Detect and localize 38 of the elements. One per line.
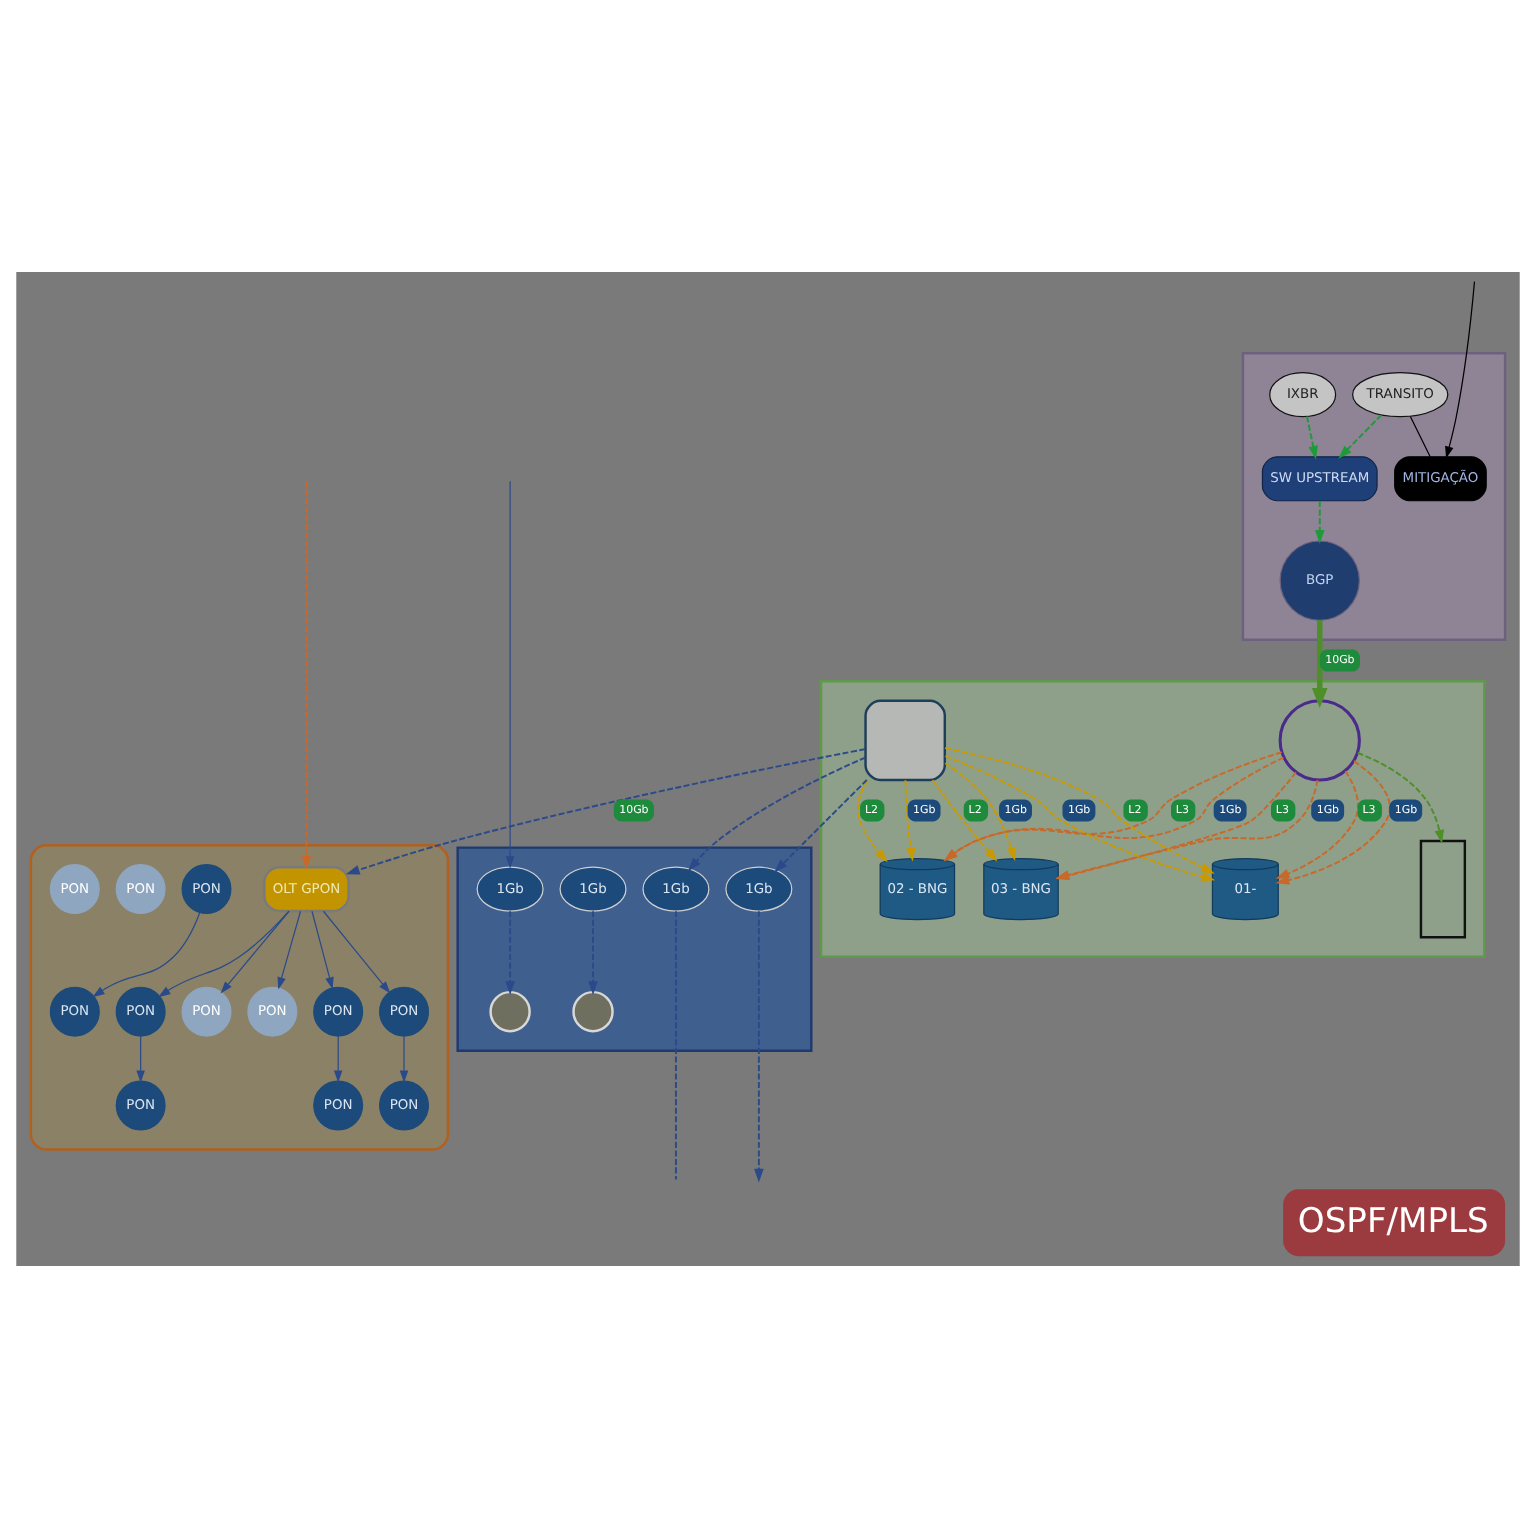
arrow bbox=[220, 909, 290, 993]
node-box bbox=[1419, 838, 1467, 938]
arrow bbox=[588, 909, 598, 995]
arrow bbox=[1055, 778, 1319, 879]
arrow bbox=[505, 479, 515, 868]
cluster bbox=[819, 679, 1486, 957]
arrow bbox=[1314, 499, 1325, 543]
arrow bbox=[1275, 769, 1359, 878]
cluster bbox=[456, 845, 813, 1051]
connector bbox=[1409, 414, 1431, 457]
arrow bbox=[322, 909, 391, 993]
arrow bbox=[1338, 413, 1383, 458]
arrow bbox=[904, 778, 916, 861]
node-box bbox=[864, 698, 946, 781]
arrow bbox=[301, 479, 312, 869]
connector bbox=[674, 909, 677, 1180]
arrow bbox=[136, 1034, 145, 1082]
arrow bbox=[311, 909, 334, 989]
arrow bbox=[1306, 414, 1318, 459]
arrow bbox=[333, 1034, 343, 1082]
cluster bbox=[29, 843, 450, 1150]
arrow bbox=[346, 747, 867, 874]
diagram-title: OSPF/MPLS bbox=[1297, 1200, 1489, 1241]
arrow bbox=[1445, 280, 1476, 458]
arrow bbox=[1311, 619, 1328, 707]
arrow bbox=[1275, 759, 1391, 884]
arrow bbox=[92, 911, 201, 997]
node-circle bbox=[572, 989, 614, 1032]
node-circle bbox=[1278, 698, 1361, 781]
node-circle bbox=[489, 989, 531, 1032]
arrow bbox=[399, 1034, 409, 1082]
arrow bbox=[688, 755, 867, 871]
arrow bbox=[774, 778, 868, 872]
arrow bbox=[277, 909, 302, 989]
arrow bbox=[505, 909, 515, 995]
cluster bbox=[1241, 351, 1507, 640]
arrow bbox=[754, 909, 764, 1182]
arrow bbox=[158, 909, 290, 997]
